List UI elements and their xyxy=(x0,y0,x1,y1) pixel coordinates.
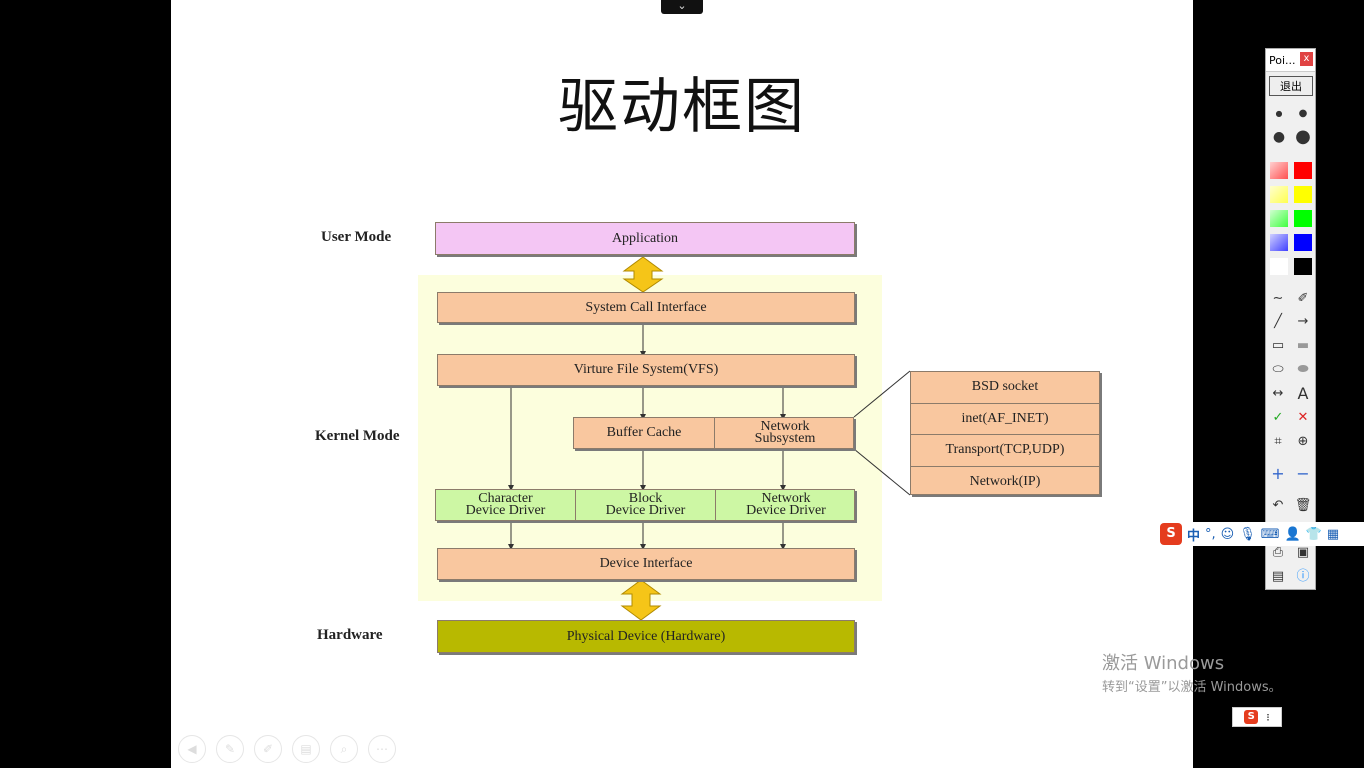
save-icon[interactable]: ▣ xyxy=(1296,545,1310,560)
color-red-swatch[interactable] xyxy=(1294,162,1312,179)
exit-button[interactable]: 退出 xyxy=(1269,76,1313,96)
emoji-icon[interactable]: ☺ xyxy=(1220,526,1235,542)
arrow-icon[interactable]: → xyxy=(1297,314,1309,329)
sogou-mini-icon[interactable]: S xyxy=(1244,710,1259,724)
info-icon[interactable]: ⓘ xyxy=(1296,569,1310,584)
line-icon[interactable]: ╱ xyxy=(1274,314,1282,329)
undo-icon[interactable]: ↶ xyxy=(1272,498,1284,513)
punctuation-icon[interactable]: °, xyxy=(1205,526,1216,542)
close-icon[interactable]: x xyxy=(1300,52,1313,66)
activation-title: 激活 Windows xyxy=(1102,653,1225,674)
color-white-swatch[interactable] xyxy=(1270,258,1288,275)
pen-icon[interactable]: ✎ xyxy=(216,735,244,763)
dot-medium-icon[interactable]: ● xyxy=(1298,108,1308,119)
edit-icon[interactable]: ✐ xyxy=(254,735,282,763)
print-icon[interactable]: ⎙ xyxy=(1272,545,1284,560)
freehand-icon[interactable]: ∼ xyxy=(1272,291,1284,306)
grid-icon[interactable]: ▦ xyxy=(1326,526,1340,542)
inet-row: inet(AF_INET) xyxy=(911,404,1099,435)
system-call-interface-box: System Call Interface xyxy=(437,292,855,323)
vfs-box: Virture File System(VFS) xyxy=(437,354,855,386)
filled-rectangle-icon[interactable]: ▬ xyxy=(1296,338,1310,353)
network-subsystem-box: Network Subsystem xyxy=(714,418,855,448)
highlighter-green-swatch[interactable] xyxy=(1270,210,1288,227)
trash-icon[interactable]: 🗑 xyxy=(1294,498,1312,513)
mic-icon[interactable]: 🎙 xyxy=(1239,526,1256,542)
screenshot-icon[interactable]: ▤ xyxy=(1271,569,1285,584)
page-title: 驱动框图 xyxy=(558,72,806,142)
ime-mini-bar[interactable]: S ⁝ xyxy=(1232,707,1282,727)
pointer-toolbar: Poi... x 退出 ● ● ● ● ∼ ✐ ╱ → ▭ ▬ ⬭ ⬬ ↔ A … xyxy=(1265,48,1316,590)
bsd-socket-row: BSD socket xyxy=(911,372,1099,404)
color-black-swatch[interactable] xyxy=(1294,258,1312,275)
shirt-icon[interactable]: 👕 xyxy=(1305,526,1322,542)
sogou-logo-icon[interactable]: S xyxy=(1160,523,1182,545)
zoom-icon[interactable]: ⌕ xyxy=(330,735,358,763)
ime-lang-toggle[interactable]: 中 xyxy=(1187,528,1201,544)
chevron-down-icon[interactable]: ⌄ xyxy=(661,0,703,14)
plus-icon[interactable]: + xyxy=(1271,464,1285,483)
rectangle-icon[interactable]: ▭ xyxy=(1271,338,1285,353)
color-yellow-swatch[interactable] xyxy=(1294,186,1312,203)
highlighter-blue-swatch[interactable] xyxy=(1270,234,1288,251)
kernel-mode-label: Kernel Mode xyxy=(315,428,400,444)
cross-icon[interactable]: ✕ xyxy=(1297,410,1309,425)
keyboard-icon[interactable]: ⌨ xyxy=(1260,526,1280,542)
physical-device-box: Physical Device (Hardware) xyxy=(437,620,855,653)
network-driver-box: Network Device Driver xyxy=(715,490,856,520)
hardware-label: Hardware xyxy=(317,627,383,643)
activation-subtitle: 转到“设置”以激活 Windows。 xyxy=(1102,680,1282,695)
slides-icon[interactable]: ▤ xyxy=(292,735,320,763)
double-arrow-icon[interactable]: ↔ xyxy=(1272,386,1284,401)
minus-icon[interactable]: − xyxy=(1296,464,1310,483)
zoom-in-icon[interactable]: ⊕ xyxy=(1297,434,1309,449)
network-ip-row: Network(IP) xyxy=(969,473,1041,489)
dot-xlarge-icon[interactable]: ● xyxy=(1295,126,1311,147)
application-box: Application xyxy=(435,222,855,255)
eraser-icon[interactable]: ✐ xyxy=(1297,291,1309,306)
transport-row: Transport(TCP,UDP) xyxy=(911,435,1099,467)
kernel-hardware-arrow xyxy=(620,579,662,621)
driver-group: Character Device Driver Block Device Dri… xyxy=(435,489,855,521)
dot-small-icon[interactable]: ● xyxy=(1275,109,1283,118)
dot-large-icon[interactable]: ● xyxy=(1272,129,1286,145)
buffer-network-group: Buffer Cache Network Subsystem xyxy=(573,417,854,449)
slide-nav-bar: ◀ ✎ ✐ ▤ ⌕ ⋯ xyxy=(178,735,396,763)
check-icon[interactable]: ✓ xyxy=(1272,410,1284,425)
filled-ellipse-icon[interactable]: ⬬ xyxy=(1297,362,1309,377)
crop-icon[interactable]: ⌗ xyxy=(1274,434,1282,449)
ellipse-icon[interactable]: ⬭ xyxy=(1272,362,1284,377)
color-green-swatch[interactable] xyxy=(1294,210,1312,227)
buffer-cache-box: Buffer Cache xyxy=(606,425,682,440)
user-icon[interactable]: 👤 xyxy=(1284,526,1301,542)
chevron-updown-icon[interactable]: ⁝ xyxy=(1266,710,1270,724)
more-icon[interactable]: ⋯ xyxy=(368,735,396,763)
highlighter-red-swatch[interactable] xyxy=(1270,162,1288,179)
text-tool-icon[interactable]: A xyxy=(1297,384,1309,403)
user-mode-label: User Mode xyxy=(321,229,392,245)
block-driver-box: Block Device Driver xyxy=(575,490,715,520)
device-interface-box: Device Interface xyxy=(437,548,855,580)
ime-toolbar: S 中 °, ☺ 🎙 ⌨ 👤 👕 ▦ xyxy=(1160,522,1364,546)
bsd-stack-box: BSD socket inet(AF_INET) Transport(TCP,U… xyxy=(910,371,1100,495)
character-driver-box: Character Device Driver xyxy=(465,491,546,518)
color-blue-swatch[interactable] xyxy=(1294,234,1312,251)
prev-slide-icon[interactable]: ◀ xyxy=(178,735,206,763)
highlighter-yellow-swatch[interactable] xyxy=(1270,186,1288,203)
user-kernel-arrow xyxy=(622,256,664,293)
